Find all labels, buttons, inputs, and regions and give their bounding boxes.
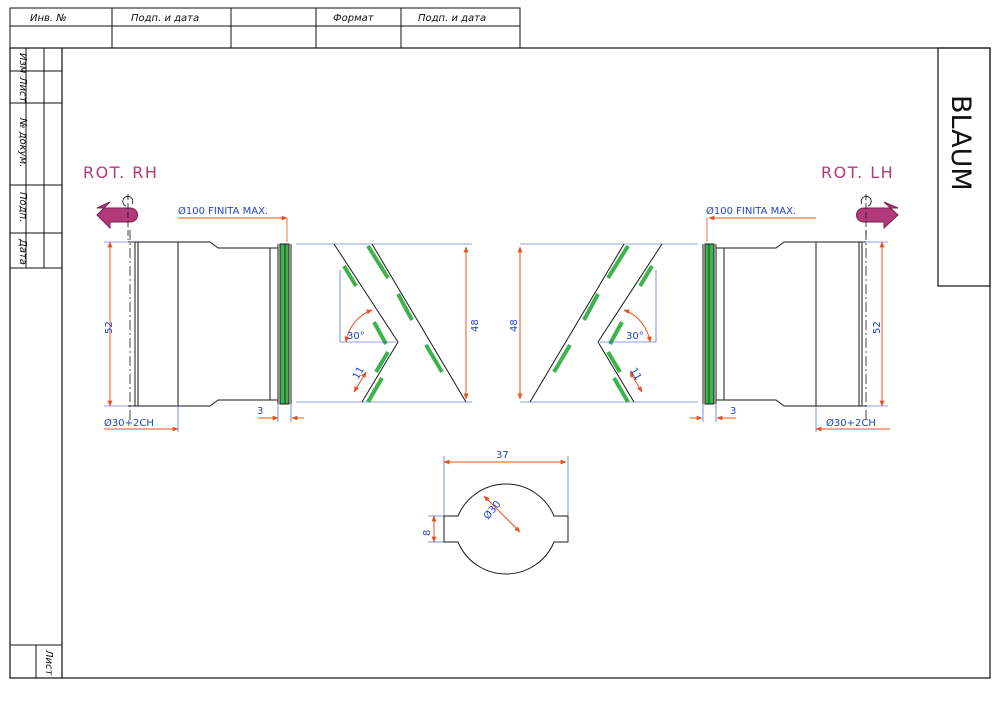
bore-key-dim: 8 xyxy=(422,530,433,536)
bore-dim-left: Ø30+2CH xyxy=(104,417,154,429)
blade-width-dim-left: 11 xyxy=(351,365,367,382)
main-frame xyxy=(9,47,991,679)
stamp-format: Формат xyxy=(333,13,375,24)
rotation-label-rh: ROT. RH xyxy=(83,163,158,182)
bore-profile xyxy=(443,483,569,575)
diameter-label-left: Ø100 FINITA MAX. xyxy=(178,205,268,217)
height-dim-right: 52 xyxy=(872,321,883,334)
stamp-izm: Изм xyxy=(17,53,28,74)
blade-strip-right xyxy=(704,243,715,405)
rotation-arrow-icon-right xyxy=(856,194,899,240)
blade-width-dim-right: 11 xyxy=(627,366,643,383)
bore-diameter-dim: Ø30 xyxy=(481,498,503,522)
stamp-sign-date-1: Подп. и дата xyxy=(131,13,199,24)
blade-teeth-right xyxy=(552,244,654,404)
bore-dim-right: Ø30+2CH xyxy=(826,417,876,429)
stamp-doc-no: № докум. xyxy=(17,117,28,167)
brand-box xyxy=(937,47,991,287)
stamp-sheet: Лист xyxy=(43,649,54,677)
height-dim-left: 52 xyxy=(104,321,115,334)
blade-height-dim-right: 48 xyxy=(509,319,520,332)
left-stamp-table xyxy=(10,48,62,678)
stamp-date: Дата xyxy=(17,238,28,265)
hub-body-outline-left xyxy=(128,241,292,407)
diameter-label-right: Ø100 FINITA MAX. xyxy=(706,205,796,217)
rotation-arrow-icon xyxy=(96,194,138,240)
stamp-list: Лист xyxy=(17,76,28,104)
rotation-label-lh: ROT. LH xyxy=(821,163,894,182)
stamp-sign-date-2: Подп. и дата xyxy=(418,13,486,24)
thickness-dim-left: 3 xyxy=(257,406,263,417)
brand-label: BLAUM xyxy=(945,95,976,191)
bore-detail-view: 37 Ø30 8 xyxy=(422,450,569,575)
hub-body-outline-right xyxy=(702,241,866,407)
blade-strip-left xyxy=(279,243,290,405)
blade-profile-left: 48 30° 11 xyxy=(296,243,481,404)
thickness-dim-right: 3 xyxy=(730,406,736,417)
blade-profile-right: 48 30° 11 xyxy=(509,243,698,404)
bore-width-dim: 37 xyxy=(496,450,509,461)
angle-dim-left: 30° xyxy=(347,331,365,342)
angle-dim-right: 30° xyxy=(626,331,644,342)
right-view: ROT. LH Ø100 FINITA MAX. 52 Ø30+ xyxy=(690,163,899,432)
blade-height-dim-left: 48 xyxy=(470,319,481,332)
stamp-sign: Подп. xyxy=(17,192,28,222)
blade-teeth-left xyxy=(342,244,444,404)
left-view: ROT. RH Ø100 FINITA MAX. xyxy=(83,163,304,432)
stamp-inv-no: Инв. № xyxy=(30,13,67,24)
